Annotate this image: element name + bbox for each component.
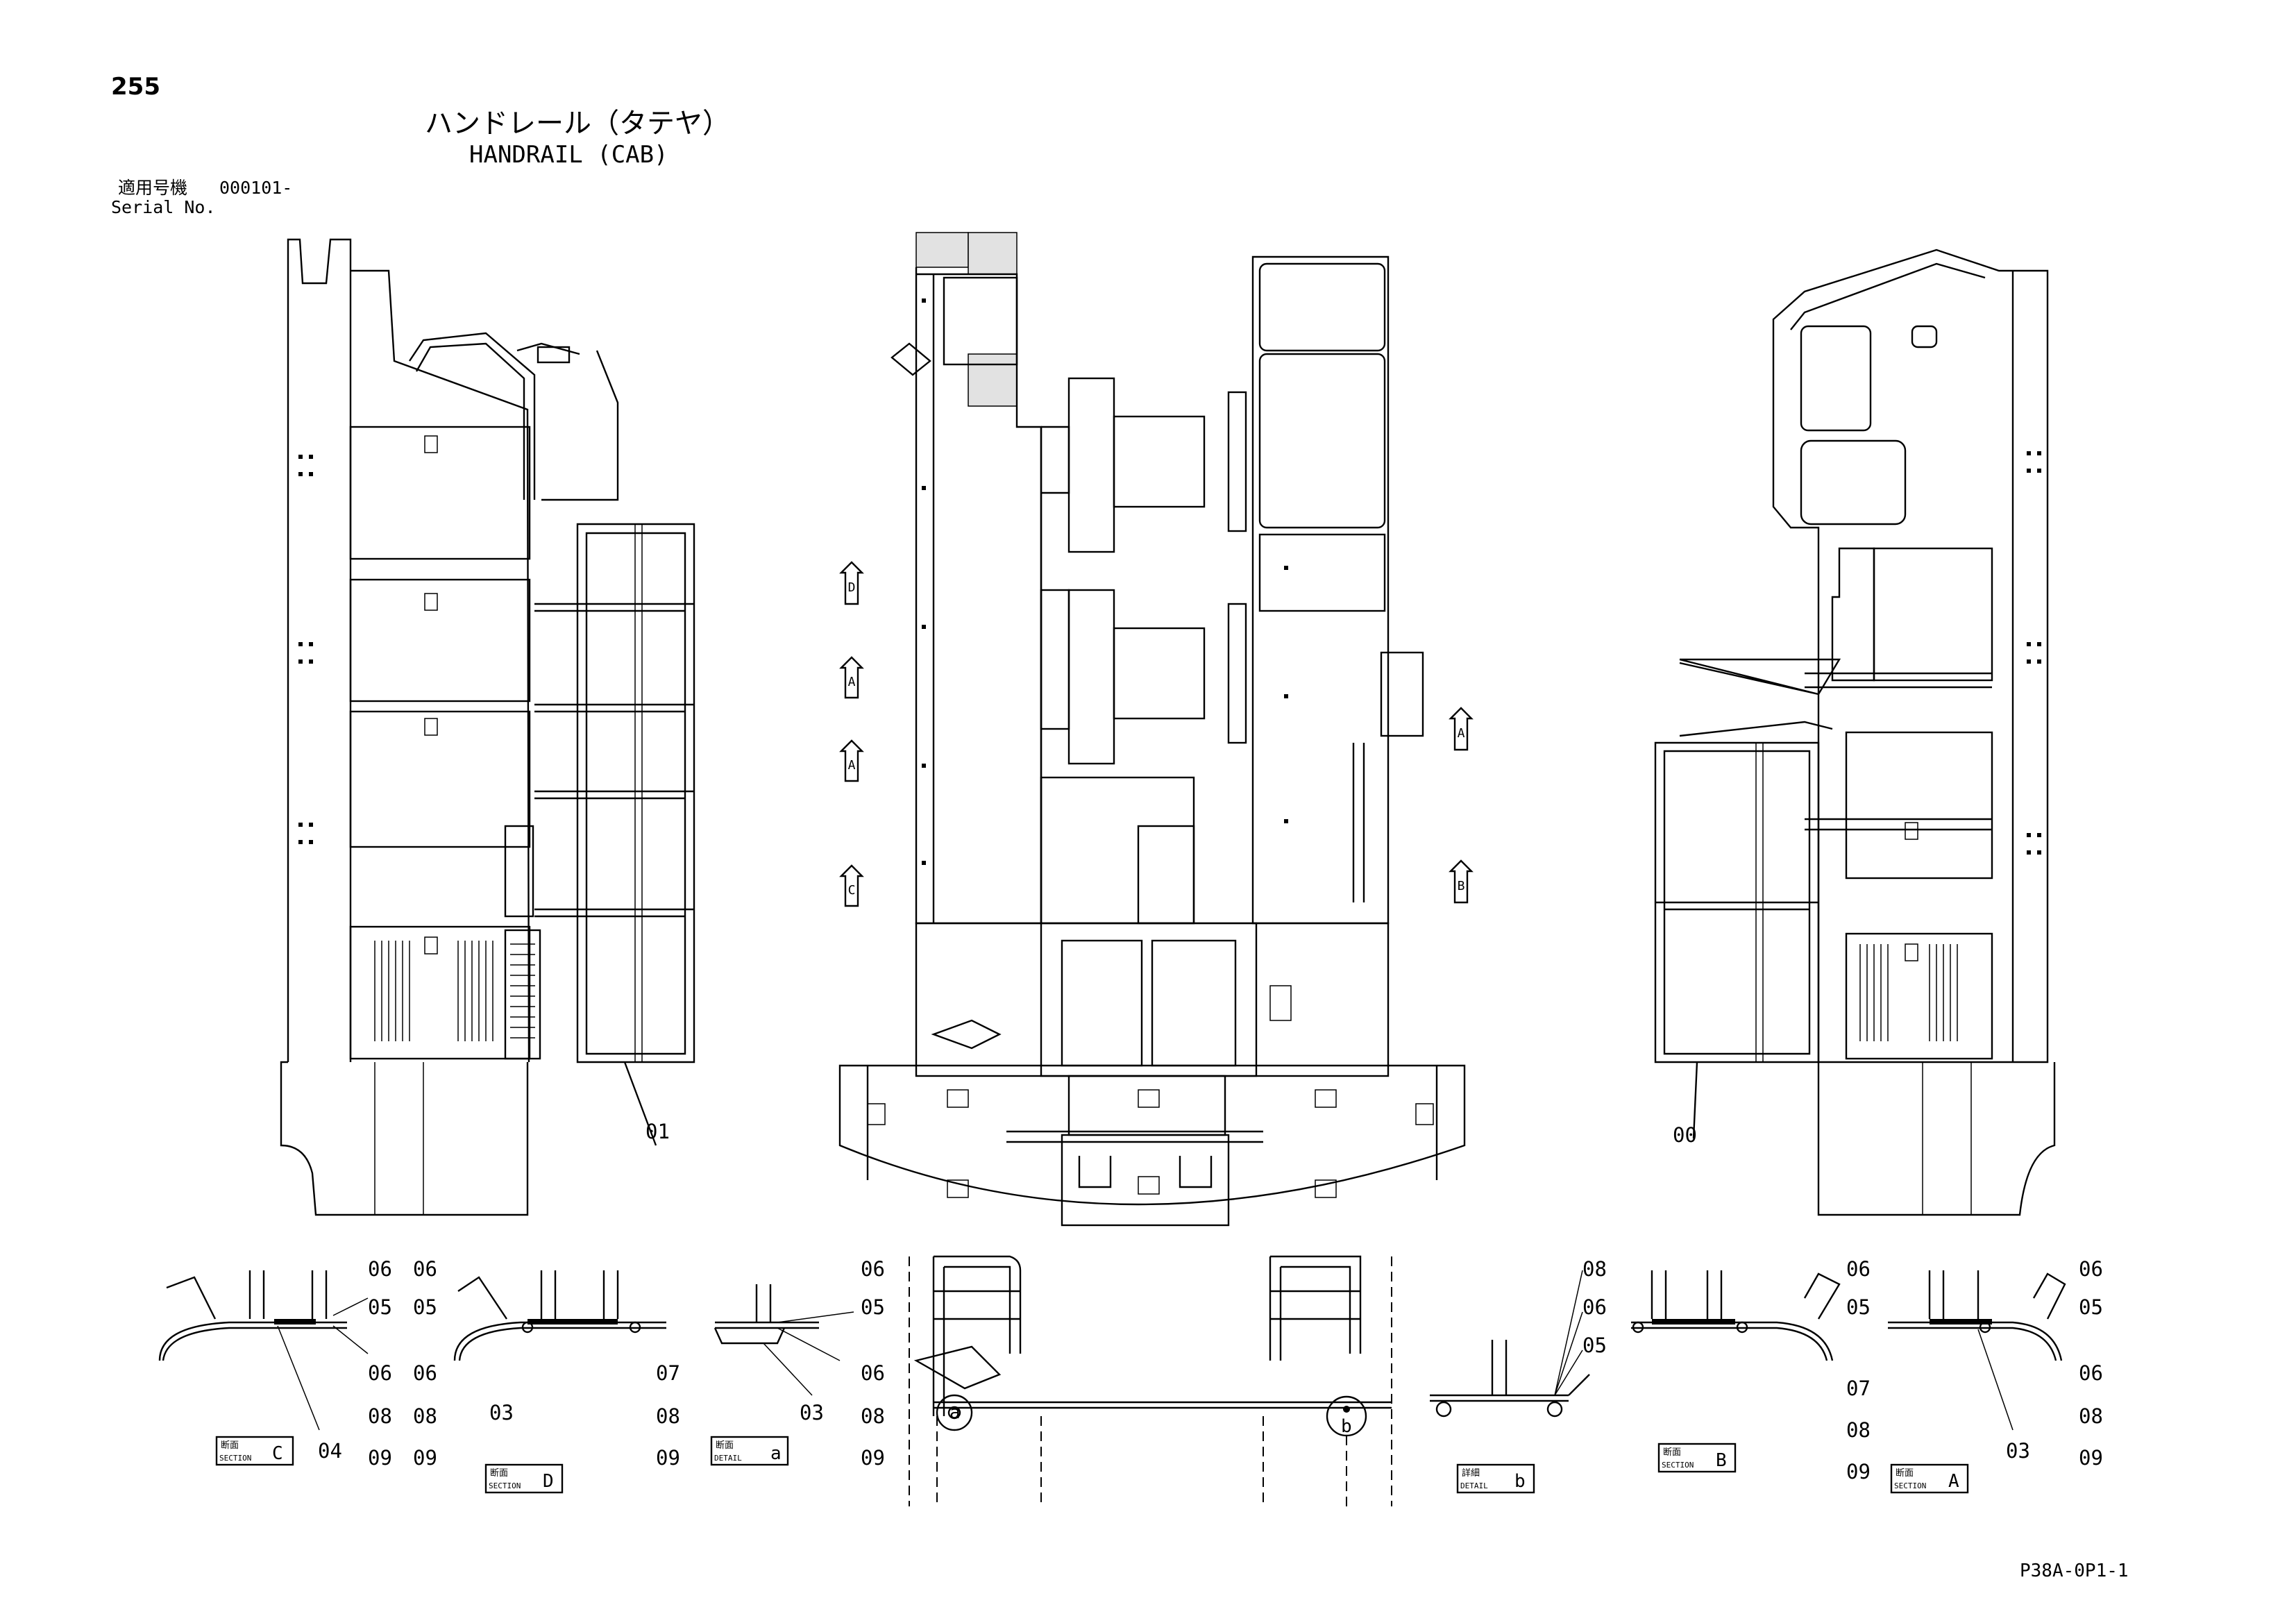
svg-text:08: 08 bbox=[1582, 1257, 1607, 1281]
svg-text:B: B bbox=[1716, 1450, 1727, 1471]
svg-text:08: 08 bbox=[2079, 1404, 2103, 1428]
svg-text:D: D bbox=[543, 1471, 554, 1492]
svg-text:断面: 断面 bbox=[716, 1440, 734, 1451]
section-b: 06 05 07 08 09 断面 SECTION B bbox=[1631, 1257, 1871, 1483]
svg-text:06: 06 bbox=[861, 1361, 885, 1385]
svg-text:04: 04 bbox=[318, 1439, 342, 1463]
svg-text:D: D bbox=[848, 580, 856, 595]
svg-text:SECTION: SECTION bbox=[489, 1481, 521, 1490]
svg-text:A: A bbox=[1948, 1471, 1959, 1492]
svg-text:06: 06 bbox=[368, 1361, 392, 1385]
serial-label-english: Serial No. bbox=[111, 197, 216, 217]
svg-text:DETAIL: DETAIL bbox=[714, 1454, 742, 1463]
page-number: 255 bbox=[111, 73, 160, 101]
svg-text:A: A bbox=[848, 758, 856, 773]
svg-text:B: B bbox=[1458, 879, 1465, 893]
svg-text:DETAIL: DETAIL bbox=[1460, 1481, 1488, 1490]
svg-text:09: 09 bbox=[656, 1446, 680, 1470]
svg-text:08: 08 bbox=[413, 1404, 437, 1428]
svg-text:A: A bbox=[848, 675, 856, 689]
svg-text:A: A bbox=[1458, 726, 1465, 741]
svg-text:b: b bbox=[1341, 1416, 1352, 1437]
svg-text:SECTION: SECTION bbox=[1894, 1481, 1926, 1490]
svg-text:08: 08 bbox=[1846, 1418, 1871, 1442]
view-marker-b: B bbox=[1449, 859, 1474, 904]
svg-text:a: a bbox=[949, 1402, 961, 1423]
svg-text:09: 09 bbox=[368, 1446, 392, 1470]
serial-value: 000101- bbox=[219, 178, 293, 198]
view-marker-d: D bbox=[839, 561, 864, 605]
detail-b: 08 06 05 詳細 DETAIL b bbox=[1430, 1257, 1607, 1494]
svg-text:06: 06 bbox=[2079, 1361, 2103, 1385]
svg-text:06: 06 bbox=[413, 1361, 437, 1385]
svg-text:06: 06 bbox=[1582, 1295, 1607, 1319]
right-side-view: 00 bbox=[1654, 249, 2056, 1216]
svg-text:05: 05 bbox=[1846, 1295, 1871, 1319]
section-a: 06 05 06 08 09 03 断面 SECTION A bbox=[1888, 1257, 2103, 1494]
center-bottom-detail: a b bbox=[909, 1255, 1392, 1506]
view-marker-a2: A bbox=[839, 739, 864, 782]
drawing-id: P38A-0P1-1 bbox=[2020, 1561, 2129, 1581]
svg-text:06: 06 bbox=[1846, 1257, 1871, 1281]
title-japanese: ハンドレール（タテヤ） bbox=[425, 108, 730, 140]
svg-text:07: 07 bbox=[656, 1361, 680, 1385]
svg-text:05: 05 bbox=[413, 1295, 437, 1319]
svg-text:09: 09 bbox=[1846, 1460, 1871, 1483]
svg-text:03: 03 bbox=[489, 1401, 514, 1424]
svg-text:断面: 断面 bbox=[1663, 1447, 1681, 1458]
section-d: 06 05 06 08 09 03 07 08 09 断面 SECTION D bbox=[413, 1257, 680, 1494]
title-english: HANDRAIL (CAB) bbox=[469, 141, 668, 169]
svg-text:03: 03 bbox=[800, 1401, 824, 1424]
svg-text:06: 06 bbox=[368, 1257, 392, 1281]
svg-text:08: 08 bbox=[656, 1404, 680, 1428]
view-marker-a1: A bbox=[839, 656, 864, 699]
svg-text:05: 05 bbox=[2079, 1295, 2103, 1319]
view-marker-a3: A bbox=[1449, 707, 1474, 751]
svg-text:C: C bbox=[848, 883, 856, 898]
svg-text:05: 05 bbox=[368, 1295, 392, 1319]
svg-text:03: 03 bbox=[2006, 1439, 2030, 1463]
svg-text:C: C bbox=[272, 1443, 283, 1464]
svg-text:05: 05 bbox=[861, 1295, 885, 1319]
svg-text:09: 09 bbox=[861, 1446, 885, 1470]
svg-text:a: a bbox=[770, 1443, 782, 1464]
svg-text:05: 05 bbox=[1582, 1334, 1607, 1357]
hatched-block bbox=[915, 232, 969, 268]
detail-a: 06 05 06 08 09 03 断面 DETAIL a bbox=[710, 1257, 885, 1470]
part-number-01: 01 bbox=[645, 1120, 670, 1143]
svg-text:08: 08 bbox=[861, 1404, 885, 1428]
svg-text:SECTION: SECTION bbox=[1662, 1461, 1694, 1470]
svg-text:詳細: 詳細 bbox=[1462, 1468, 1480, 1479]
part-number-00: 00 bbox=[1673, 1123, 1697, 1147]
svg-text:06: 06 bbox=[861, 1257, 885, 1281]
svg-text:09: 09 bbox=[413, 1446, 437, 1470]
svg-text:09: 09 bbox=[2079, 1446, 2103, 1470]
serial-label-japanese: 適用号機 bbox=[118, 178, 188, 198]
svg-text:断面: 断面 bbox=[1896, 1468, 1914, 1479]
svg-text:08: 08 bbox=[368, 1404, 392, 1428]
center-plan-view bbox=[838, 232, 1466, 1227]
svg-text:b: b bbox=[1514, 1471, 1526, 1492]
view-markers: D A A C A B bbox=[839, 561, 1474, 907]
svg-text:07: 07 bbox=[1846, 1377, 1871, 1400]
svg-text:断面: 断面 bbox=[221, 1440, 239, 1451]
svg-text:SECTION: SECTION bbox=[219, 1454, 251, 1463]
left-side-view: 01 bbox=[280, 238, 695, 1216]
svg-text:06: 06 bbox=[2079, 1257, 2103, 1281]
view-marker-c: C bbox=[839, 864, 864, 907]
section-c: 06 05 06 08 09 04 断面 SECTION C bbox=[158, 1257, 392, 1470]
svg-text:06: 06 bbox=[413, 1257, 437, 1281]
svg-text:断面: 断面 bbox=[490, 1468, 508, 1479]
